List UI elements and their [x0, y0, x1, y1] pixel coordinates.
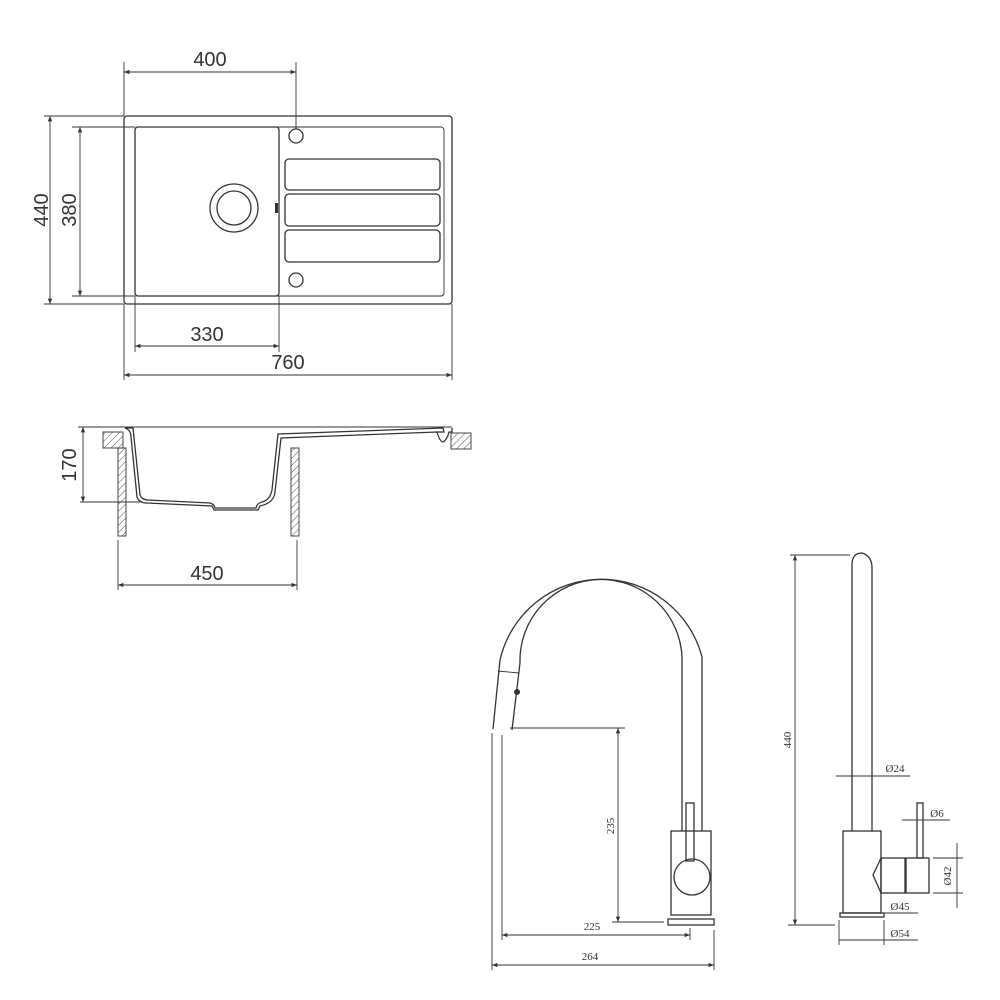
dimension-760: 760: [271, 352, 304, 374]
dimension-264: 264: [582, 951, 599, 963]
drainer-groove: [284, 193, 441, 227]
sink-section-view: 170 450: [59, 426, 472, 590]
dimension-d42: Ø42: [942, 867, 954, 886]
faucet-body-side: [842, 830, 882, 914]
dimension-380: 380: [59, 193, 81, 226]
spout-inner: [511, 578, 683, 831]
sink-profile: [125, 427, 445, 509]
handle-side: [880, 857, 906, 894]
dimension-d6: Ø6: [930, 808, 944, 820]
drain-outer: [209, 183, 259, 233]
faucet-tube: [851, 552, 873, 831]
countertop-left: [102, 431, 124, 449]
dimension-d45: Ø45: [891, 901, 910, 913]
drainer-groove: [284, 229, 441, 263]
faucet-handle: [673, 858, 711, 896]
cabinet-wall-left: [117, 447, 127, 537]
overflow: [275, 203, 278, 213]
cabinet-wall-right: [290, 447, 300, 537]
sink-bowl: [134, 126, 280, 297]
dimension-d24: Ø24: [886, 763, 905, 775]
spray-button: [514, 689, 520, 695]
dimension-d54: Ø54: [891, 928, 910, 940]
dimension-235: 235: [605, 817, 617, 834]
dimension-440-faucet: 440: [782, 731, 794, 748]
faucet-body: [670, 830, 712, 916]
sink-profile-inner: [124, 427, 453, 511]
tap-hole-top: [288, 128, 304, 144]
sink-top-view: 400 440 380 330 760: [31, 49, 453, 380]
base-side: [839, 912, 885, 918]
dimension-330: 330: [190, 324, 223, 346]
faucet-front-view: 235 225 264: [491, 578, 715, 970]
faucet-lever: [685, 802, 695, 862]
spout-outer: [492, 578, 703, 831]
tap-hole-bottom: [288, 272, 304, 288]
countertop-right: [450, 432, 472, 450]
dimension-440: 440: [31, 193, 53, 226]
sink-outline: [123, 115, 453, 305]
dimension-225: 225: [584, 921, 601, 933]
dimension-400: 400: [193, 49, 226, 71]
dimension-450: 450: [190, 563, 223, 585]
sink-inner-rim: [134, 126, 445, 297]
faucet-side-view: 440 Ø24 Ø6 Ø42 Ø45 Ø54: [782, 552, 963, 945]
drain-inner: [216, 190, 252, 226]
faucet-base: [667, 918, 715, 926]
handle-cap: [905, 857, 930, 894]
dimension-170: 170: [59, 448, 81, 481]
drainer-groove: [284, 158, 441, 191]
lever-side: [916, 802, 924, 859]
